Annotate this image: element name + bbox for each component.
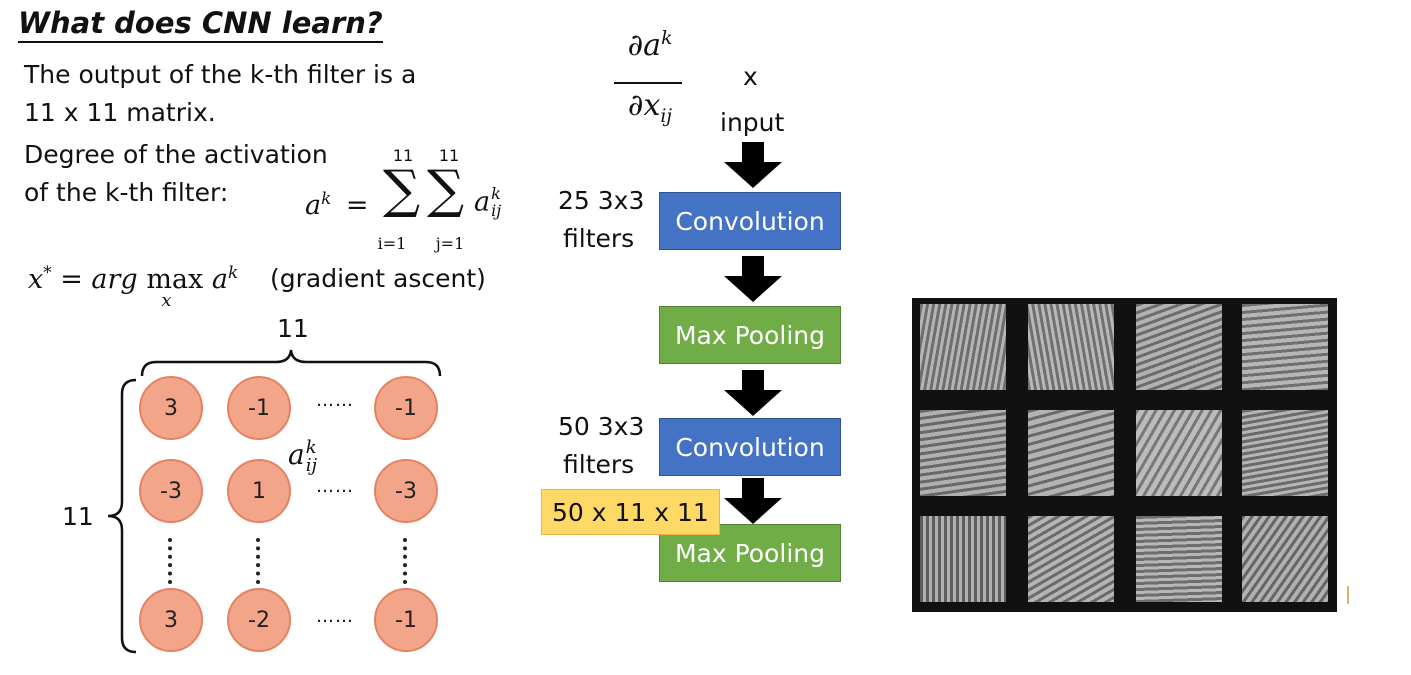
conv1-filter-count: 25 3x3 <box>558 186 645 215</box>
matrix-cell-r3c1: 3 <box>139 588 203 652</box>
filter-image <box>1136 410 1222 496</box>
conv1-box: Convolution <box>659 192 841 250</box>
matrix-vdots-c3 <box>403 538 411 584</box>
sum2-upper: 11 <box>438 146 460 165</box>
activation-lhs: ak = <box>305 188 369 221</box>
matrix-cell-r3c3: -1 <box>374 588 438 652</box>
filter-image <box>1136 516 1222 602</box>
matrix-vdots-c2 <box>256 538 264 584</box>
filter-image <box>920 304 1006 390</box>
sum1-upper: 11 <box>392 146 414 165</box>
matrix-hdots-r3: …… <box>316 606 354 627</box>
matrix-cell-r2c2: 1 <box>227 459 291 523</box>
matrix-cell-r1c1: 3 <box>139 376 203 440</box>
matrix-vdots-c1 <box>168 538 176 584</box>
decorative-mark <box>1347 586 1349 604</box>
down-arrow-icon <box>724 256 782 302</box>
matrix-hdots-r2: …… <box>316 476 354 497</box>
matrix-cell-r2c3: -3 <box>374 459 438 523</box>
intro-line-1: The output of the k-th filter is a <box>24 60 417 89</box>
sum2-sigma: ∑ <box>427 160 465 220</box>
intro-line-4: of the k-th filter: <box>24 178 229 207</box>
filter-image <box>1242 410 1328 496</box>
input-label: input <box>720 108 785 137</box>
pool1-box: Max Pooling <box>659 306 841 364</box>
input-symbol: x <box>743 62 758 91</box>
page-title: What does CNN learn? <box>18 6 383 43</box>
filter-image <box>1028 304 1114 390</box>
intro-line-2: 11 x 11 matrix. <box>24 98 216 127</box>
top-brace-icon <box>140 349 442 377</box>
sum2-lower: j=1 <box>435 234 465 253</box>
filter-image <box>1136 304 1222 390</box>
matrix-top-dim: 11 <box>277 314 309 343</box>
conv2-filter-word: filters <box>563 450 635 479</box>
filter-image <box>920 410 1006 496</box>
filter-image <box>1028 410 1114 496</box>
filter-image <box>1242 516 1328 602</box>
conv1-filter-word: filters <box>563 224 635 253</box>
down-arrow-icon <box>724 478 782 524</box>
gradient-numerator: ∂ak <box>627 28 673 63</box>
sum1-lower: i=1 <box>377 234 407 253</box>
matrix-side-dim: 11 <box>62 502 94 531</box>
gradient-ascent-note: (gradient ascent) <box>270 264 486 293</box>
filter-visualization-grid <box>912 298 1337 612</box>
intro-line-3: Degree of the activation <box>24 140 328 169</box>
matrix-cell-r1c3: -1 <box>374 376 438 440</box>
filter-image <box>920 516 1006 602</box>
filter-image <box>1242 304 1328 390</box>
down-arrow-icon <box>724 142 782 188</box>
matrix-cell-r3c2: -2 <box>227 588 291 652</box>
gradient-denominator: ∂xij <box>627 88 673 127</box>
pool2-box: Max Pooling <box>659 524 841 582</box>
down-arrow-icon <box>724 370 782 416</box>
output-shape-badge: 50 x 11 x 11 <box>541 489 720 535</box>
fraction-bar <box>614 82 682 84</box>
sum1-sigma: ∑ <box>383 160 421 220</box>
matrix-cell-r2c1: -3 <box>139 459 203 523</box>
matrix-hdots-r1: …… <box>316 390 354 411</box>
matrix-cell-r1c2: -1 <box>227 376 291 440</box>
conv2-box: Convolution <box>659 418 841 476</box>
conv2-filter-count: 50 3x3 <box>558 412 645 441</box>
filter-image <box>1028 516 1114 602</box>
left-brace-icon <box>107 378 137 654</box>
